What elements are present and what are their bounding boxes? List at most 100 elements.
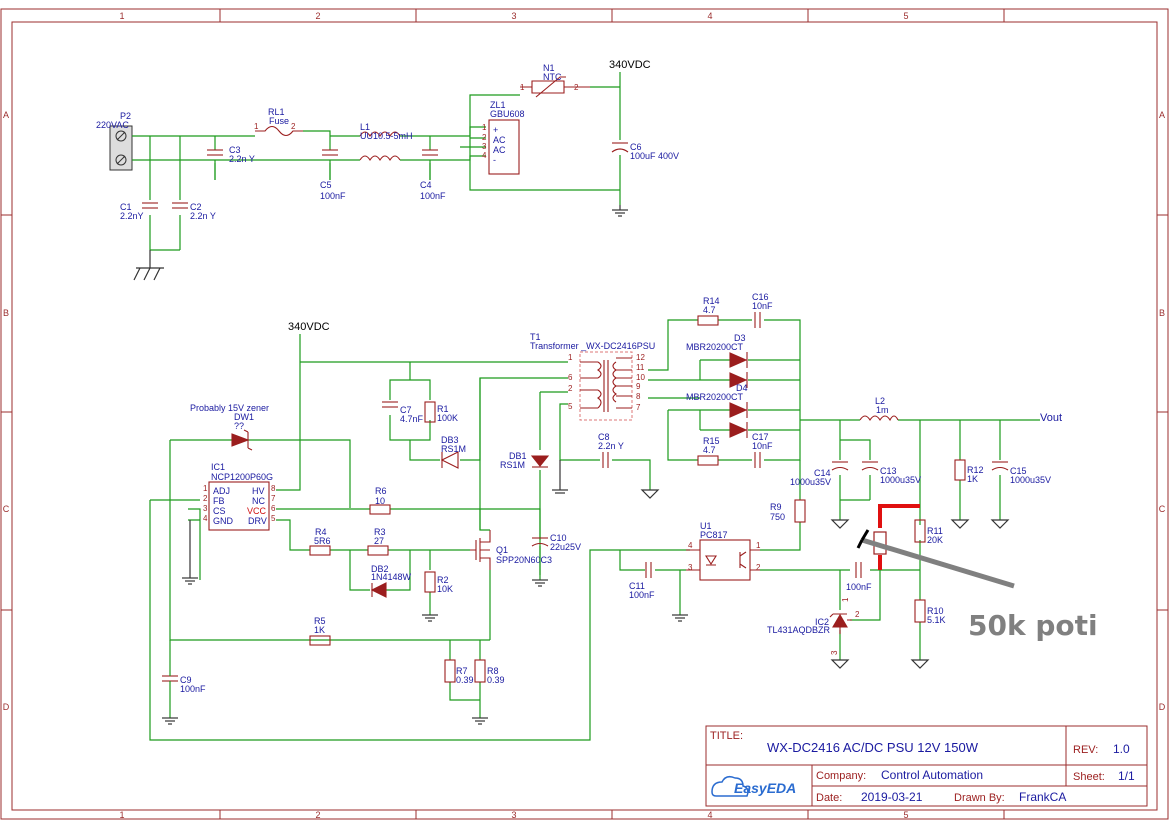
r3-ref: R3 — [374, 527, 386, 537]
c7-ref: C7 — [400, 405, 412, 415]
zl1-pin-name: AC — [493, 135, 506, 145]
r4-value: 5R6 — [314, 536, 331, 546]
ic1-pin-name: HV — [252, 486, 265, 496]
ic1-pin-name: ADJ — [213, 486, 230, 496]
date-value: 2019-03-21 — [861, 790, 923, 804]
r9-value: 750 — [770, 512, 785, 522]
zl1-pin-name: + — [493, 125, 498, 135]
ic1-pin: 1 — [203, 484, 208, 493]
r2-ref: R2 — [437, 575, 449, 585]
n1-pin2: 2 — [574, 83, 579, 92]
c6-ref: C6 — [630, 142, 642, 152]
shunt-reference-ic2: IC2 TL431AQDBZR 1 2 3 — [767, 597, 860, 655]
title-text: WX-DC2416 AC/DC PSU 12V 150W — [767, 740, 979, 755]
c6-value: 100uF 400V — [630, 151, 679, 161]
r11-ref: R11 — [927, 526, 943, 536]
c5-ref: C5 — [320, 180, 332, 190]
c1-ref: C1 — [120, 202, 132, 212]
rev-label: REV: — [1073, 744, 1098, 756]
title-label: TITLE: — [710, 730, 743, 742]
ic1-pin: 8 — [271, 484, 276, 493]
transformer-t1: T1 Transformer _WX-DC2416PSU 1 6 2 5 12 … — [530, 332, 655, 421]
c15-ref: C15 — [1010, 466, 1027, 476]
ic1-value: NCP1200P60G — [211, 472, 273, 482]
n1-value: NTC — [543, 72, 562, 82]
ground-icon — [830, 659, 850, 669]
ic2-pin: 1 — [841, 597, 850, 602]
zl1-pin: 3 — [482, 142, 487, 151]
t1-pin: 7 — [636, 403, 641, 412]
ic1-pin: 3 — [203, 504, 208, 513]
r7-ref: R7 — [456, 666, 468, 676]
row-label: C — [3, 504, 10, 514]
l2-value: 1m — [876, 405, 889, 415]
rl1-pin1: 1 — [254, 122, 259, 131]
zl1-pin-name: - — [493, 155, 496, 165]
col-label: 5 — [903, 11, 908, 21]
col-label: 2 — [315, 810, 320, 820]
c9-value: 100nF — [180, 684, 206, 694]
row-label: B — [3, 308, 9, 318]
r1-ref: R1 — [437, 404, 449, 414]
t1-pin: 6 — [568, 373, 573, 382]
ic1-ref: IC1 — [211, 462, 225, 472]
connector-p2: P2 220VAC — [96, 111, 133, 171]
net-340vdc-mid: 340VDC — [288, 321, 330, 333]
dw1-ref: DW1 — [234, 412, 254, 422]
dw1-value: ?? — [234, 421, 244, 431]
c17-ref: C17 — [752, 432, 769, 442]
r14-ref: R14 — [703, 296, 720, 306]
ground-icon — [950, 519, 970, 529]
c1-value: 2.2nY — [120, 211, 144, 221]
sheet-value: 1/1 — [1118, 769, 1135, 783]
c13-ref: C13 — [880, 466, 897, 476]
easyeda-logo-icon: EasyEDA — [711, 775, 796, 797]
ic1-pin-name: FB — [213, 496, 225, 506]
n1-pin1: 1 — [520, 83, 525, 92]
q1-ref: Q1 — [496, 545, 508, 555]
ground-icon — [532, 579, 548, 587]
db2-value: 1N4148W — [371, 572, 412, 582]
ic1-ncp1200: IC1 NCP1200P60G 1 2 3 4 ADJ FB CS GND 8 … — [203, 462, 276, 531]
l1-ref: L1 — [360, 122, 370, 132]
ic1-pin: 2 — [203, 494, 208, 503]
r4-ref: R4 — [315, 527, 327, 537]
col-label: 4 — [707, 11, 712, 21]
zl1-pin: 4 — [482, 151, 487, 160]
c9-ref: C9 — [180, 675, 192, 685]
r9-ref: R9 — [770, 502, 782, 512]
ground-icon — [640, 489, 660, 499]
ground-icon — [830, 519, 850, 529]
ground-icon — [990, 519, 1010, 529]
t1-pin: 10 — [636, 373, 645, 382]
row-label: C — [1159, 504, 1166, 514]
t1-pin: 1 — [568, 353, 573, 362]
r2-value: 10K — [437, 584, 453, 594]
ic1-pin: 5 — [271, 514, 276, 523]
c12-value: 100nF — [846, 582, 872, 592]
c3-ref: C3 — [229, 145, 241, 155]
ic1-pin-name: VCC — [247, 506, 267, 516]
zl1-value: GBU608 — [490, 109, 525, 119]
pot-annotation-text: 50k poti — [968, 609, 1098, 642]
zl1-ref: ZL1 — [490, 100, 506, 110]
db2-ref: DB2 — [371, 564, 389, 574]
r11-value: 20K — [927, 535, 943, 545]
db3-ref: DB3 — [441, 435, 459, 445]
r15-value: 4.7 — [703, 445, 716, 455]
t1-pin: 2 — [568, 384, 573, 393]
rev-value: 1.0 — [1113, 742, 1130, 756]
company-label: Company: — [816, 770, 866, 782]
pot-annotation: 50k poti — [856, 504, 1098, 642]
ic2-pin: 3 — [830, 650, 839, 655]
c8-ref: C8 — [598, 432, 610, 442]
r12-value: 1K — [967, 474, 978, 484]
r8-ref: R8 — [487, 666, 499, 676]
ic2-pin: 2 — [855, 610, 860, 619]
r14-value: 4.7 — [703, 305, 716, 315]
d3-ref: D3 — [734, 333, 746, 343]
n1-ref: N1 — [543, 63, 555, 73]
l1-value: UU10.5-5mH — [360, 131, 413, 141]
c17-value: 10nF — [752, 441, 773, 451]
ground-icon — [422, 614, 438, 622]
